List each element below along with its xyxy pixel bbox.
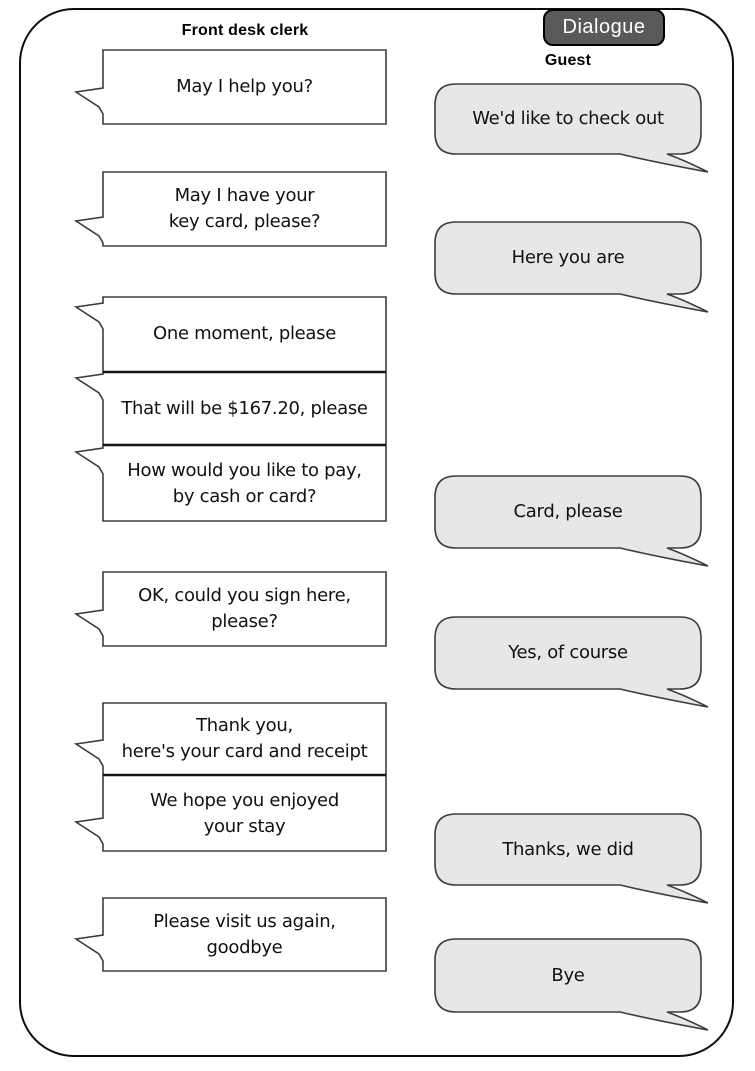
guest-bubble-shape [434,616,709,708]
clerk-message-text: May I help you? [176,76,313,97]
clerk-bubble-shape [73,49,387,125]
clerk-bubble-shape [73,897,387,972]
guest-bubble-shape [434,475,709,567]
clerk-message-text: Please visit us again, goodbye [153,910,336,958]
guest-message-text: Yes, of course [508,642,628,663]
guest-speech-bubble: Here you are [434,221,716,317]
bubble-outline [434,938,709,1031]
dialogue-title-badge: Dialogue [543,9,665,46]
bubble-outline [73,702,387,852]
guest-bubble-shape [434,938,709,1031]
guest-message-text: Bye [551,964,585,986]
clerk-message-text: May I have your key card, please? [168,185,321,232]
bubble-outline [434,475,709,567]
clerk-message-text: How would you like to pay, by cash or ca… [127,459,362,507]
guest-speech-bubble: Card, please [434,475,716,571]
bubble-outline [73,571,387,647]
clerk-bubble-shape [73,171,387,247]
bubble-outline [73,171,387,247]
clerk-speech-bubble: OK, could you sign here, please? [62,571,387,647]
clerk-message-text: We hope you enjoyed your stay [150,789,339,837]
clerk-speech-bubble: May I help you? [62,49,387,125]
guest-message-text: Thanks, we did [502,838,634,860]
bubble-outline [73,897,387,972]
clerk-message-text: One moment, please [152,323,337,344]
clerk-speech-bubble: May I have your key card, please? [62,171,387,247]
guest-message-text: We'd like to check out [472,108,664,129]
guest-speech-bubble: Yes, of course [434,616,716,712]
clerk-message-text: That will be $167.20, please [121,397,368,419]
guest-column-header: Guest [544,52,592,69]
clerk-column-header: Front desk clerk [181,22,309,39]
clerk-message-text: OK, could you sign here, please? [138,585,351,632]
clerk-bubble-shape [73,296,387,522]
clerk-speech-bubble-group: Thank you, here's your card and receipt … [62,702,387,852]
guest-speech-bubble: Bye [434,938,716,1035]
guest-speech-bubble: Thanks, we did [434,813,716,908]
guest-bubble-shape [434,221,709,313]
guest-bubble-shape [434,83,709,173]
page-border [19,8,734,1057]
bubble-outline [73,296,387,522]
guest-message-text: Here you are [511,247,625,268]
clerk-bubble-shape [73,571,387,647]
bubble-outline [434,83,709,173]
guest-message-text: Card, please [513,501,623,522]
guest-speech-bubble: We'd like to check out [434,83,716,177]
clerk-speech-bubble-group: One moment, please That will be $167.20,… [62,296,387,522]
bubble-outline [434,221,709,313]
guest-bubble-shape [434,813,709,904]
bubble-outline [73,49,387,125]
bubble-outline [434,616,709,708]
bubble-outline [434,813,709,904]
clerk-message-text: Thank you, here's your card and receipt [121,714,368,762]
clerk-bubble-shape [73,702,387,852]
clerk-speech-bubble: Please visit us again, goodbye [62,897,387,972]
